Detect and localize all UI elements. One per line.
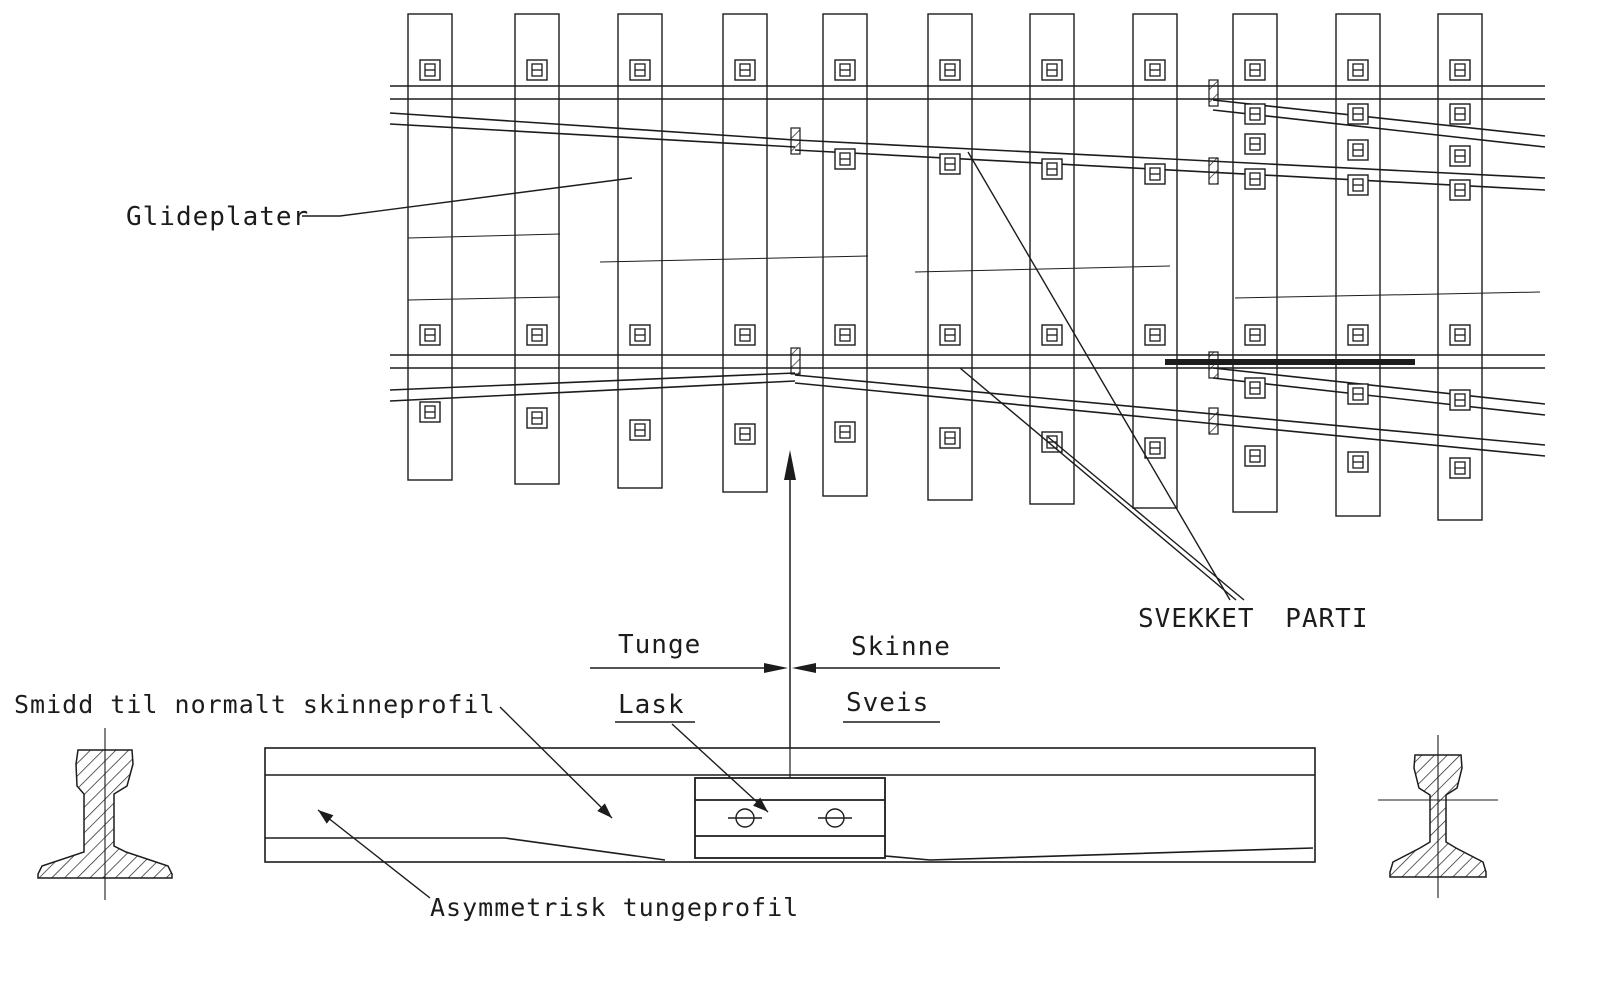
- lask-leader: [671, 723, 769, 813]
- dimension-arrow: [590, 450, 1000, 748]
- svekket-leader-1: [967, 151, 1231, 601]
- label-smidd-til-normalt-skinneprofil: Smidd til normalt skinneprofil: [14, 690, 496, 719]
- rail-profile-right: [1378, 735, 1498, 898]
- label-glideplater: Glideplater: [126, 202, 310, 232]
- label-lask: Lask: [618, 690, 685, 720]
- label-asymmetrisk-tungeprofil: Asymmetrisk tungeprofil: [430, 893, 800, 922]
- fishplate: [694, 777, 886, 859]
- label-skinne: Skinne: [851, 632, 951, 662]
- joint-marks: [790, 79, 1219, 435]
- asymmetrisk-leader: [317, 809, 431, 899]
- stretcher-lines: [407, 233, 1541, 301]
- fishplate-bolts: [728, 808, 852, 828]
- glideplater-leader: [302, 177, 633, 217]
- label-svekket-parti: SVEKKET PARTI: [1138, 604, 1369, 634]
- label-sveis: Sveis: [846, 688, 930, 718]
- rails-plan: [389, 85, 1546, 457]
- tongue-elevation: [264, 747, 1316, 863]
- svekket-leader-3: [1047, 436, 1245, 601]
- sleepers: [407, 13, 1483, 521]
- smidd-leader: [499, 706, 613, 819]
- rail-profile-left: [37, 728, 173, 900]
- label-tunge: Tunge: [618, 630, 702, 660]
- rail-fastenings: [419, 59, 1471, 479]
- svekket-leader-2: [959, 367, 1237, 601]
- leader-lines: [302, 151, 1245, 899]
